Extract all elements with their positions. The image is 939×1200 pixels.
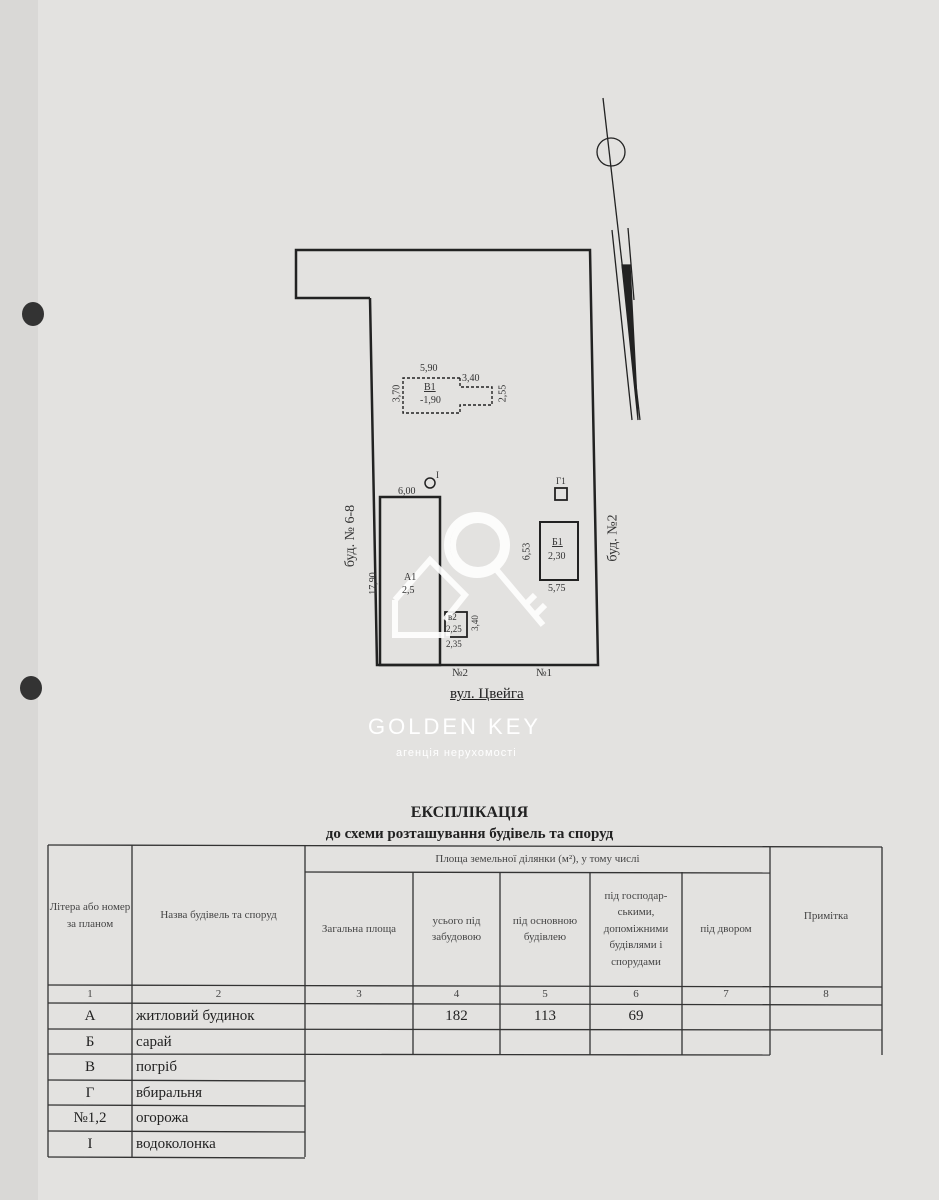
paper-edge (0, 0, 38, 1200)
row-auxiliary: 69 (628, 1008, 644, 1025)
annex-label: в2 (448, 612, 457, 622)
row-letter: І (87, 1136, 93, 1153)
header-note: Примітка (803, 909, 849, 922)
row-name: погріб (136, 1059, 177, 1076)
header-name: Назва будівель та споруд (160, 909, 277, 922)
plot-boundary (294, 248, 600, 667)
toilet-outline (554, 487, 568, 501)
explication-title: ЕКСПЛІКАЦІЯ (410, 804, 529, 821)
well-icon (424, 477, 436, 489)
row-letter: №1,2 (73, 1110, 107, 1127)
row-letter: Г (85, 1085, 95, 1102)
house-label: А1 (404, 572, 417, 583)
north-arrow-icon (596, 97, 641, 421)
row-built-total: 182 (445, 1008, 468, 1025)
house-dim-top: 6,00 (398, 486, 416, 497)
col-number: 1 (87, 988, 93, 1001)
street-label: вул. Цвейга (450, 686, 524, 702)
header-total-area: Загальна площа (321, 922, 397, 935)
row-name: вбиральня (136, 1085, 203, 1102)
barn-dim-bottom: 5,75 (548, 583, 566, 594)
col-number: 8 (823, 988, 829, 1001)
header-main-building: під основною будівлею (512, 914, 578, 944)
house-outline (378, 495, 442, 667)
header-auxiliary: під господар-ськими, допоміжними будівля… (603, 889, 669, 968)
row-main-building: 113 (534, 1008, 556, 1025)
barn-label: Б1 (552, 537, 563, 548)
col-number: 5 (542, 988, 548, 1001)
row-letter: А (84, 1008, 96, 1025)
col-number: 6 (633, 988, 639, 1001)
fence-label-1: №1 (536, 667, 552, 679)
header-built-total: усього під забудовою (431, 914, 482, 944)
house-value: 2,5 (402, 585, 415, 596)
watermark-keys-icon (392, 512, 548, 638)
row-name: сарай (136, 1034, 172, 1051)
punch-hole (22, 302, 44, 326)
header-letter: Літера або номер за планом (49, 901, 131, 930)
row-name: огорожа (136, 1110, 189, 1127)
annex-dim-bottom: 2,35 (446, 639, 462, 649)
row-letter: Б (85, 1034, 95, 1051)
barn-outline (539, 521, 579, 581)
cellar-dim-ext: 3,40 (462, 373, 480, 384)
header-yard: під двором (700, 922, 752, 935)
cellar-outline (402, 377, 493, 414)
annex-value: 2,25 (446, 624, 462, 634)
col-number: 4 (453, 988, 460, 1001)
punch-hole (20, 676, 42, 700)
fence-label-2: №2 (452, 667, 468, 679)
watermark-brand: GOLDEN KEY (368, 714, 542, 739)
well-label: І (436, 470, 439, 480)
cellar-label: В1 (424, 382, 436, 393)
row-letter: В (84, 1059, 95, 1076)
col-number: 2 (215, 988, 222, 1001)
row-name: житловий будинок (136, 1008, 255, 1025)
header-area-group: Площа земельної ділянки (м²), у тому чис… (435, 852, 640, 865)
barn-value: 2,30 (548, 551, 566, 562)
watermark-tagline: агенція нерухомості (396, 747, 517, 759)
explication-subtitle: до схеми розташування будівель та споруд (325, 826, 614, 842)
toilet-label: Г1 (556, 476, 566, 486)
col-number: 3 (356, 988, 362, 1001)
annex-outline (444, 611, 468, 638)
cellar-dim-top: 5,90 (420, 363, 438, 374)
row-name: водоколонка (136, 1136, 216, 1153)
col-number: 7 (723, 988, 729, 1001)
cellar-value: -1,90 (420, 395, 441, 406)
